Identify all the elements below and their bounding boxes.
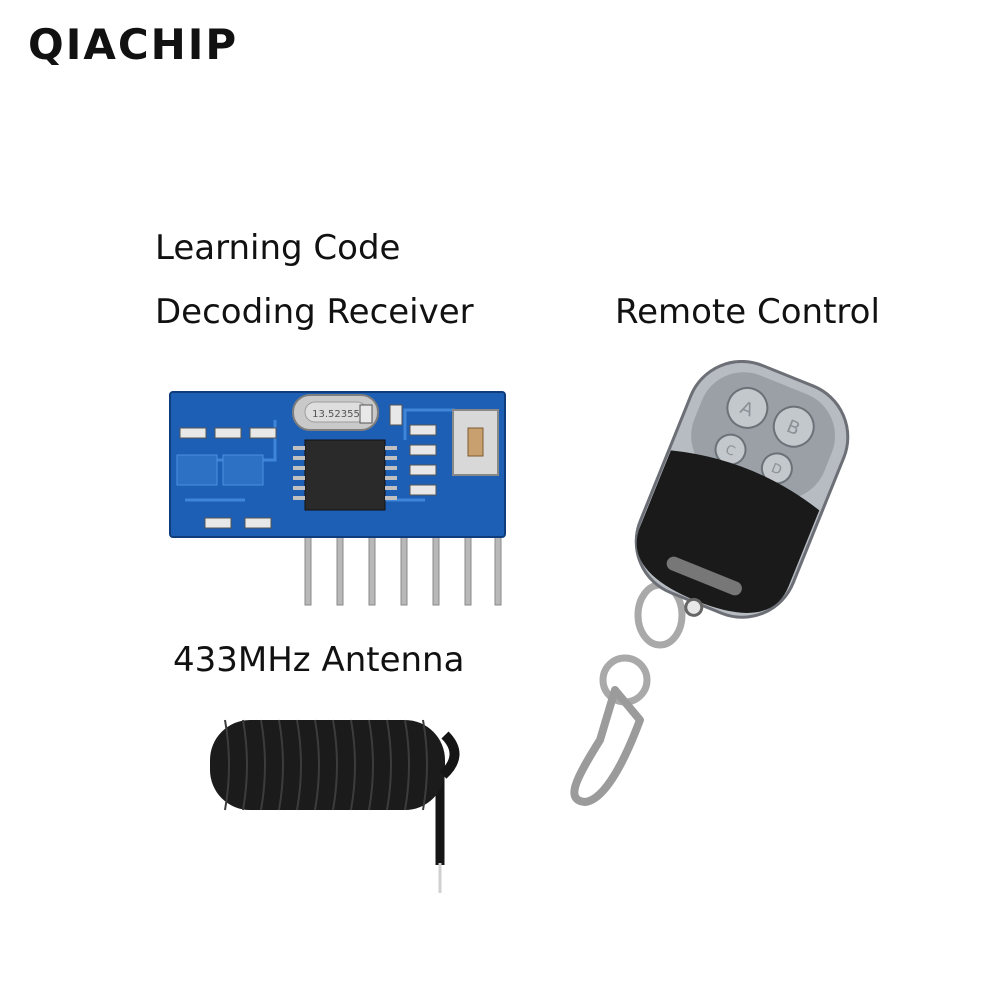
receiver-module: 13.52355 — [169, 391, 506, 606]
receiver-label-line1: Learning Code — [155, 228, 401, 268]
remote-control: A B C D — [570, 360, 850, 806]
brand-logo: QIACHIP — [28, 20, 239, 69]
crystal-oscillator: 13.52355 — [292, 394, 379, 431]
lobster-clasp — [570, 686, 644, 806]
remote-label: Remote Control — [615, 292, 880, 332]
decoder-chip — [304, 439, 386, 511]
key-ring — [599, 581, 686, 706]
antenna-coil — [210, 719, 460, 893]
antenna-label: 433MHz Antenna — [173, 640, 465, 680]
remote-buttons: A B C D — [714, 386, 815, 485]
learn-button — [452, 409, 499, 476]
crystal-marking: 13.52355 — [312, 409, 360, 420]
receiver-label-line2: Decoding Receiver — [155, 292, 474, 332]
